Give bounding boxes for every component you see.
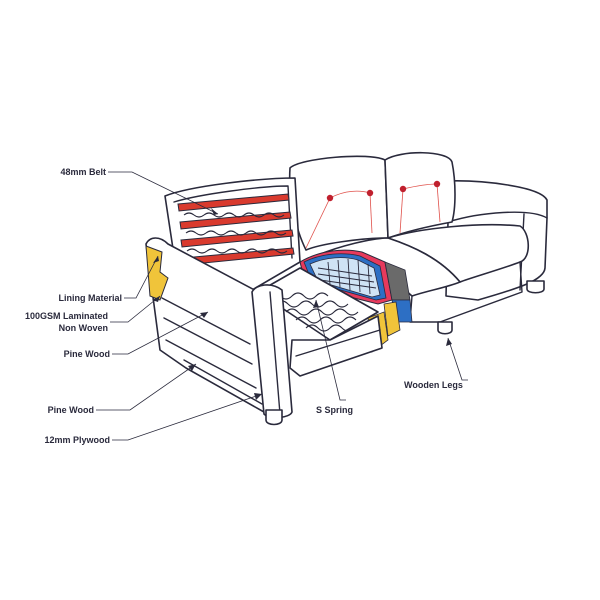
- label-s-spring: S Spring: [316, 405, 353, 415]
- label-pine-wood-lower: Pine Wood: [48, 405, 94, 415]
- label-48mm-belt: 48mm Belt: [60, 167, 106, 177]
- label-laminated-non-woven-line1: 100GSM Laminated: [25, 311, 108, 321]
- label-wooden-legs: Wooden Legs: [404, 380, 463, 390]
- back-springs: [183, 212, 288, 254]
- seat-deck: [257, 267, 379, 341]
- wooden-leg-middle: [437, 321, 453, 335]
- wooden-leg-right: [526, 280, 545, 294]
- label-12mm-plywood: 12mm Plywood: [44, 435, 110, 445]
- label-lining-material: Lining Material: [58, 293, 122, 303]
- callout-labels: 48mm Belt Lining Material 100GSM Laminat…: [25, 167, 463, 445]
- back-cushion-right: [384, 151, 456, 239]
- cushion-cutaway-layers: [299, 249, 413, 353]
- label-laminated-non-woven-line2: Non Woven: [59, 323, 108, 333]
- lining-material-strip: [145, 245, 169, 301]
- wooden-leg-left: [265, 409, 283, 426]
- tufting-buttons: [326, 180, 441, 202]
- back-cushion-left: [288, 155, 389, 251]
- label-pine-wood-upper: Pine Wood: [64, 349, 110, 359]
- upholstered-sofa-section: [288, 151, 548, 353]
- leader-lines: [96, 171, 468, 441]
- exposed-frame-section: [145, 177, 383, 426]
- seat-front-rail: [289, 315, 383, 377]
- left-arm-panel: [145, 237, 265, 413]
